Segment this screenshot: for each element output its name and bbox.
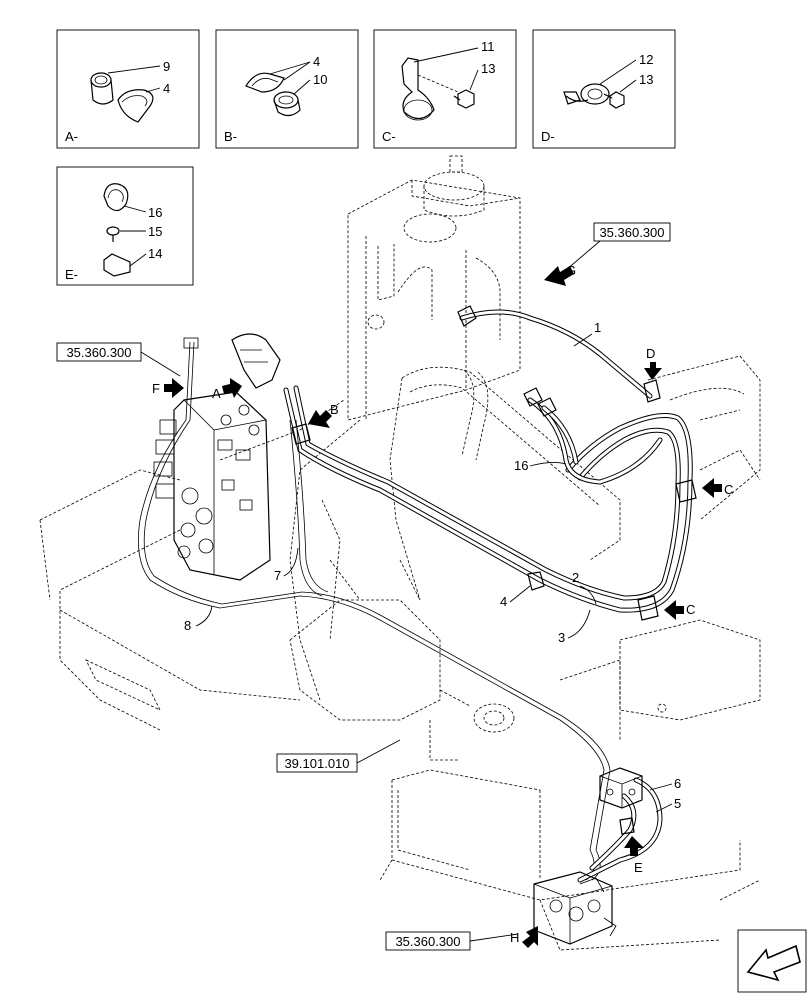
part-label: 11 xyxy=(481,39,495,54)
detail-caption-b: B- xyxy=(224,129,237,144)
part-label: 13 xyxy=(481,61,495,76)
svg-text:B: B xyxy=(330,402,339,417)
view-arrow-e: E xyxy=(624,836,644,875)
part-label: 14 xyxy=(148,246,162,261)
detail-caption-d: D- xyxy=(541,129,555,144)
bolt-part-drawing xyxy=(603,91,625,109)
grommet-part-drawing xyxy=(273,91,301,117)
part-label: 10 xyxy=(313,72,327,87)
part-label: 2 xyxy=(572,570,579,585)
detail-caption-e: E- xyxy=(65,267,78,282)
control-valve-block xyxy=(153,391,271,581)
direction-arrow-icon xyxy=(222,378,242,398)
part-label: 13 xyxy=(639,72,653,87)
ref-code: 39.101.010 xyxy=(284,756,349,771)
detail-caption-a: A- xyxy=(65,129,78,144)
ref-box-bottom[interactable]: 35.360.300 xyxy=(385,931,519,951)
view-arrow-d: D xyxy=(644,346,662,380)
svg-text:G: G xyxy=(566,263,576,278)
sleeve-part-drawing xyxy=(90,72,114,105)
part-label: 4 xyxy=(163,81,170,96)
strap-part-drawing xyxy=(103,183,129,212)
detail-box-d: 12 13 D- xyxy=(532,29,676,149)
direction-arrow-icon xyxy=(702,478,722,498)
part-label: 5 xyxy=(674,796,681,811)
part-callouts: 1 2 3 4 5 6 7 8 16 xyxy=(184,320,681,813)
part-label: 15 xyxy=(148,224,162,239)
svg-text:A: A xyxy=(212,386,221,401)
bolt-part-drawing xyxy=(453,89,475,109)
part-label: 7 xyxy=(274,568,281,583)
solenoid-block xyxy=(599,767,643,809)
part-label: 8 xyxy=(184,618,191,633)
part-label: 16 xyxy=(514,458,528,473)
svg-text:E: E xyxy=(634,860,643,875)
ref-box-top-right[interactable]: 35.360.300 xyxy=(565,222,671,271)
detail-box-e: 16 15 14 E- xyxy=(56,166,194,286)
hose-clamps xyxy=(291,379,697,835)
detail-box-b: 4 10 B- xyxy=(215,29,359,149)
svg-text:C: C xyxy=(724,482,733,497)
next-page-arrow-icon[interactable] xyxy=(737,929,807,993)
view-arrow-c-upper: C xyxy=(702,478,733,498)
screw-part-drawing xyxy=(106,226,120,242)
part-label: 3 xyxy=(558,630,565,645)
ref-box-left[interactable]: 35.360.300 xyxy=(56,342,181,377)
direction-arrow-icon xyxy=(164,378,184,398)
view-arrow-c-lower: C xyxy=(664,600,695,620)
bracket-clamp-drawing xyxy=(401,57,435,120)
direction-arrow-icon xyxy=(544,266,574,286)
svg-text:C: C xyxy=(686,602,695,617)
ref-code: 35.360.300 xyxy=(395,934,460,949)
direction-arrow-icon xyxy=(308,410,332,428)
detail-box-a: 9 4 A- xyxy=(56,29,200,149)
view-arrow-b: B xyxy=(308,402,339,428)
part-label: 12 xyxy=(639,52,653,67)
direction-arrow-icon xyxy=(624,836,644,856)
ref-box-middle[interactable]: 39.101.010 xyxy=(276,739,401,773)
part-label: 4 xyxy=(500,594,507,609)
clamp-part-drawing xyxy=(245,72,285,93)
pump-valve-assembly xyxy=(533,871,617,945)
part-label: 1 xyxy=(594,320,601,335)
part-label: 16 xyxy=(148,205,162,220)
part-label: 6 xyxy=(674,776,681,791)
view-arrow-g: G xyxy=(544,263,576,286)
view-arrow-a: A xyxy=(212,378,242,401)
direction-arrow-icon xyxy=(644,362,662,380)
pipe-clip-drawing xyxy=(580,83,610,105)
direction-arrow-icon xyxy=(664,600,684,620)
svg-text:D: D xyxy=(646,346,655,361)
cable-tie-base-drawing xyxy=(103,253,131,277)
detail-caption-c: C- xyxy=(382,129,396,144)
ref-code: 35.360.300 xyxy=(66,345,131,360)
view-arrow-f: F xyxy=(152,378,184,398)
clamp-part-drawing xyxy=(117,89,154,123)
part-label: 4 xyxy=(313,54,320,69)
direction-arrow-icon xyxy=(522,926,538,948)
view-arrow-h: H xyxy=(510,926,538,948)
svg-text:F: F xyxy=(152,381,160,396)
ref-code: 35.360.300 xyxy=(599,225,664,240)
detail-box-c: 11 13 C- xyxy=(373,29,517,149)
svg-text:H: H xyxy=(510,930,519,945)
part-label: 9 xyxy=(163,59,170,74)
